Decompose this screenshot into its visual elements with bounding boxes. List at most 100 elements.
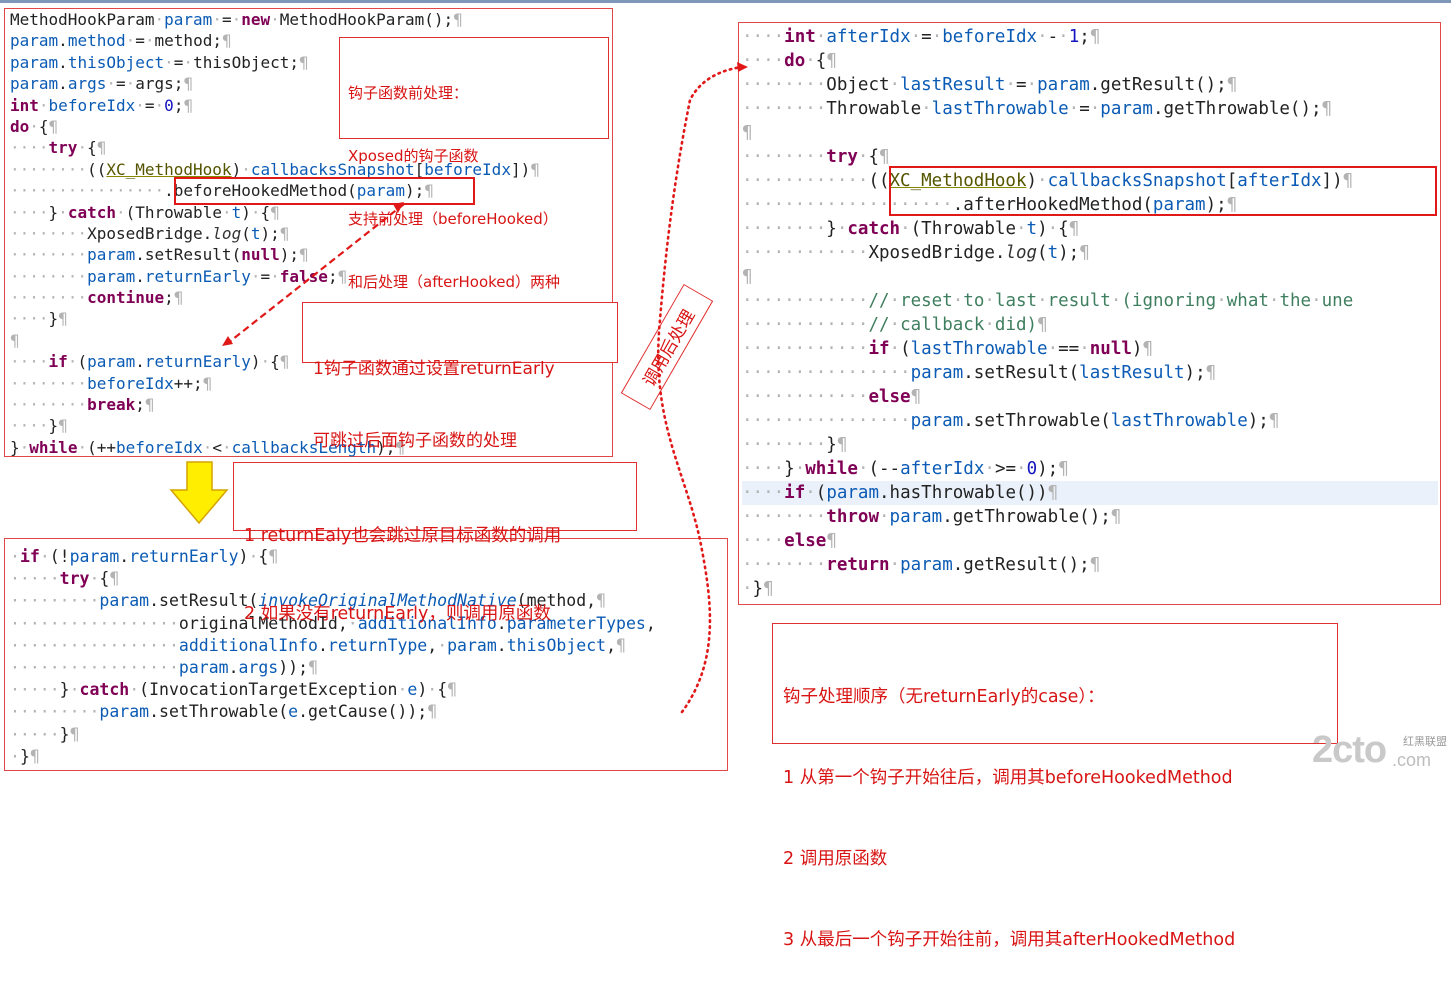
code-token: ¶ [279,223,290,243]
code-token: · [1037,291,1048,311]
code-token: log [212,223,242,243]
code-token: · [836,219,848,239]
code-token: · [397,680,408,700]
code-token: ) [1131,339,1143,359]
code-token: · [1015,219,1027,239]
code-token: param [1037,75,1090,95]
code-token: ············ [742,387,869,407]
code-token: ···· [10,416,49,436]
code-token: throw [826,507,879,527]
code-token: ¶ [29,746,40,766]
code-token: ¶ [763,579,774,599]
code-token: ················ [742,363,911,383]
code-token: . [135,266,145,286]
code-token: · [183,52,194,72]
code-token: ¶ [1089,27,1101,47]
code-token: while [29,437,78,457]
code-token: · [1058,27,1069,47]
code-token: } [48,202,59,222]
code-token: ¶ [268,547,279,566]
code-line: ····················.afterHookedMethod(p… [742,193,1438,217]
code-token: last [994,291,1038,311]
code-token: XC_MethodHook [106,159,232,179]
code-token: ) [238,547,249,566]
code-line: ········param.returnEarly·=·false;¶ [10,266,608,287]
code-token: · [1037,171,1048,191]
code-token: thisObject [67,52,165,72]
code-token: ···· [10,202,49,222]
code-token: ( [77,352,88,372]
code-token: · [889,75,901,95]
code-token: { [437,680,448,700]
code-line: ····}¶ [10,415,608,436]
code-token: beforeIdx [87,373,174,393]
code-token: ····· [10,680,60,700]
code-token: · [58,202,68,222]
code-token: param [69,547,120,566]
code-token: 0 [1026,459,1038,479]
code-token: lastResult [1079,363,1185,383]
return-early-skip-note: 1钩子函数通过设置returnEarly 可跳过后面钩子函数的处理 [302,302,618,451]
code-token: ¶ [427,702,438,722]
code-token: - [1047,27,1059,47]
code-line: ····do·{¶ [742,49,1438,73]
code-token: callbacksSnapshot [1047,171,1227,191]
code-token: do [784,51,806,71]
code-line: ¶ [10,330,608,351]
code-line: ·········param.setResult(invokeOriginalM… [10,590,724,612]
code-token: false [279,266,328,286]
code-line: ····else¶ [742,529,1438,553]
code-token: XC_MethodHook [889,171,1027,191]
code-token: · [984,459,995,479]
code-token: param [356,181,405,201]
code-token: .getResult(); [952,555,1090,575]
code-token: ········ [10,266,88,286]
code-line: ¶ [742,121,1438,145]
code-token: if [48,352,68,372]
code-token: catch [847,219,901,239]
code-token: ) [250,352,261,372]
code-token: ¶ [202,373,213,393]
code-token: · [260,352,271,372]
code-token: ········ [742,435,827,455]
code-token: param [87,245,136,265]
code-token: . [58,74,68,94]
code-token: · [29,116,39,136]
code-token: args [67,74,107,94]
code-token: · [1216,291,1227,311]
code-token: (( [87,159,107,179]
code-token: param [10,52,59,72]
code-token: = [173,52,184,72]
code-token: . [496,613,507,633]
code-token: beforeIdx [48,95,136,115]
code-line: param.method·=·method;¶ [10,30,608,51]
code-token: ¶ [1268,411,1280,431]
code-token: ········· [10,591,100,611]
code-token: , [427,635,438,655]
code-token: . [135,352,145,372]
code-token: · [910,27,922,47]
code-token: .setThrowable( [149,702,289,722]
code-token: param [910,411,964,431]
code-token: afterIdx [1237,171,1322,191]
code-token: if [868,339,890,359]
code-token: ···· [742,459,785,479]
code-line: ·if·(!param.returnEarly)·{¶ [10,546,724,568]
code-token: lastResult [900,75,1006,95]
code-token: ¶ [447,680,458,700]
code-token: try [826,147,858,167]
code-token: } [826,435,837,455]
code-line: param.thisObject·=·thisObject;¶ [10,52,608,73]
code-token: · [270,266,280,286]
code-token: ¶ [58,309,68,329]
code-token: · [106,74,116,94]
code-line: ········((XC_MethodHook)·callbacksSnapsh… [10,159,608,180]
code-token: [ [1226,171,1238,191]
code-token: · [805,483,816,503]
code-token: null [241,245,280,265]
code-token: ¶ [1205,363,1217,383]
code-token: } [19,746,30,766]
code-token: ¶ [173,288,184,308]
code-token: ); [1058,243,1080,263]
code-line: ·················additionalInfo.returnTy… [10,635,724,657]
